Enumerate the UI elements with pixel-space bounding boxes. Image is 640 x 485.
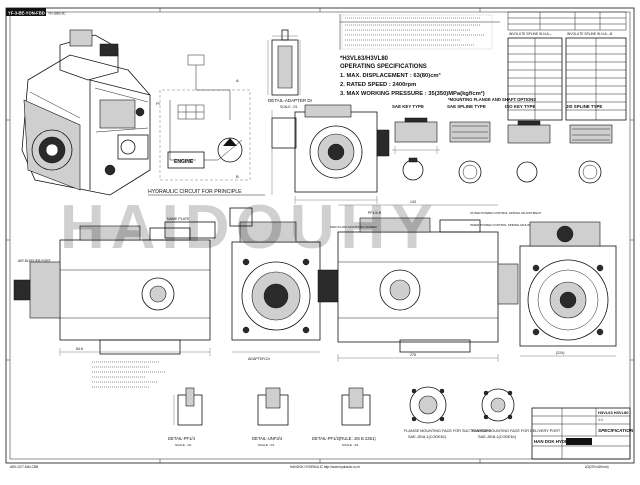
- flange-suction: FLANGE MOUNTING FACE FOR SUCTION PORT SA…: [404, 386, 491, 439]
- adapter-dr-label: ADAPTER-Dr: [248, 357, 271, 361]
- watermark: HAIDOUHY: [60, 193, 439, 262]
- pump-port-label: PF1/4-R: [368, 211, 382, 215]
- dim-143: 143: [410, 200, 416, 204]
- pump-front-view: ADAPTER-Dr: [229, 207, 321, 361]
- detail-pf12: DETAIL-PF1/2(RULE: JIS B 2351) SCALE : 2…: [312, 387, 376, 447]
- spline-table-left-title: INVOLUTE SPLINE W-N-A---: [509, 32, 552, 36]
- border-ruler: [6, 8, 634, 463]
- flange-options-heading: *MOUNTING FLANGE AND SHAFT OPTIONS: [448, 97, 536, 102]
- detail-pf14: DETAIL-PF1/4 SCALE : 2/1: [168, 387, 203, 447]
- doc-model: H3VL63 H3VL80: [598, 410, 629, 415]
- detail-adapter-scale: SCALE : 2/1: [280, 105, 298, 109]
- detail-pf12-title: DETAIL-PF1/2(RULE: JIS B 2351): [312, 436, 376, 441]
- pump-left-side-view: NAME PLATE AIR BLEEDER PORT 84.6: [13, 217, 216, 356]
- pump-rear-view: (224): [519, 221, 617, 357]
- spec-line-1: 1. MAX. DISPLACEMENT : 63(80)cm³: [340, 72, 441, 79]
- doc-scale: 1:1: [598, 418, 603, 422]
- pump-isometric-view: [21, 29, 151, 196]
- name-plate-label: NAME PLATE: [167, 217, 190, 221]
- inner-power-label: INNER POWER CONTROL SPRING ADJUSTMENT: [470, 223, 540, 227]
- shaft-type-sae-key: SAE KEY TYPE: [392, 104, 424, 109]
- pump-right-side-view: PF1/4-R MAIN FLOW ADJUSTING SCREW OUTER …: [317, 200, 541, 362]
- dim-276: 276: [410, 353, 416, 357]
- header-sub: YH-1883-3C: [48, 12, 66, 16]
- shaft-options: SAE KEY TYPE SAE SPLINE TYPE ISO KEY TYP…: [392, 104, 613, 184]
- detail-pf14-scale: SCALE : 2/1: [175, 443, 192, 447]
- air-bleeder-label: AIR BLEEDER PORT: [18, 259, 51, 263]
- flange-suction-standard: SAE-J518-1(CODE61): [408, 435, 447, 439]
- header-tag: YF-3-BE-YON-FBD: [8, 11, 45, 16]
- company-logo-bar: [566, 438, 592, 445]
- flange-delivery-standard: SAE-J518-1(CODE61): [478, 435, 517, 439]
- port-notes: [92, 361, 165, 388]
- operating-specifications: *H3VL63/H3VL80 OPERATING SPECIFICATIONS …: [340, 56, 536, 102]
- spline-table-right-title: INVOLUTE SPLINE W-N-A---B: [567, 32, 613, 36]
- detail-unf34-scale: SCALE : 2/1: [258, 443, 275, 447]
- port-a-label: A: [236, 78, 239, 83]
- shaft-type-sae-spline: SAE SPLINE TYPE: [447, 104, 486, 109]
- hydraulic-circuit: ENGINE Pi A B HYDRAULIC CIRCUIT FOR PRIN…: [148, 54, 265, 196]
- footer-right: A3(297x420mm): [585, 465, 609, 469]
- spline-tables: INVOLUTE SPLINE W-N-A--- INVOLUTE SPLINE…: [507, 11, 627, 121]
- detail-unf34: DETAIL-UNF3/4 SCALE : 2/1: [252, 387, 289, 447]
- outer-power-label: OUTER POWER CONTROL SPRING ADJUSTMENT: [470, 211, 541, 215]
- pump-top-view: [271, 104, 390, 204]
- footer-left: AEK-DCT-MAI-CBB: [10, 465, 38, 469]
- main-flow-label: MAIN FLOW ADJUSTING SCREW: [330, 225, 377, 229]
- detail-unf34-title: DETAIL-UNF3/4: [252, 436, 283, 441]
- engine-label: ENGINE: [174, 159, 194, 165]
- company-name: HAN DOK HYDRAULIC: [534, 439, 582, 444]
- detail-adapter-dr: DETAIL-ADAPTER Dr SCALE : 2/1: [267, 29, 313, 109]
- detail-pf12-scale: SCALE : 2/1: [342, 443, 359, 447]
- shaft-type-iso-key: ISO KEY TYPE: [505, 104, 535, 109]
- spec-line-2: 2. RATED SPEED : 2400rpm: [340, 82, 416, 88]
- general-notes: [339, 14, 500, 50]
- flange-delivery: FLANGE MOUNTING FACE FOR DELIVERY PORT S…: [472, 388, 561, 439]
- detail-pf14-title: DETAIL-PF1/4: [168, 436, 196, 441]
- spec-heading: OPERATING SPECIFICATIONS: [340, 64, 427, 70]
- port-b-label: B: [236, 174, 239, 179]
- hydraulic-circuit-title: HYDRAULIC CIRCUIT FOR PRINCIPLE: [148, 189, 242, 195]
- dim-224: (224): [556, 351, 564, 355]
- flange-suction-title: FLANGE MOUNTING FACE FOR SUCTION PORT: [404, 429, 491, 433]
- flange-delivery-title: FLANGE MOUNTING FACE FOR DELIVERY PORT: [472, 429, 561, 433]
- spec-line-3: 3. MAX WORKING PRESSURE : 35(350)MPa(kgf…: [340, 90, 485, 97]
- shaft-type-jis-spline: JIS SPLINE TYPE: [566, 104, 602, 109]
- footer-center: HANDOK HYDRAULIC http://www.hydraulic.co…: [290, 465, 361, 469]
- header-tag-box: [6, 8, 46, 16]
- detail-adapter-title: DETAIL-ADAPTER Dr: [268, 98, 313, 103]
- spec-model: *H3VL63/H3VL80: [340, 56, 389, 62]
- doc-type: SPECIFICATION: [598, 428, 634, 433]
- title-block: HAN DOK HYDRAULIC SPECIFICATION H3VL63 H…: [531, 407, 634, 460]
- port-pi-label: Pi: [156, 101, 160, 106]
- dim-84-6: 84.6: [76, 347, 83, 351]
